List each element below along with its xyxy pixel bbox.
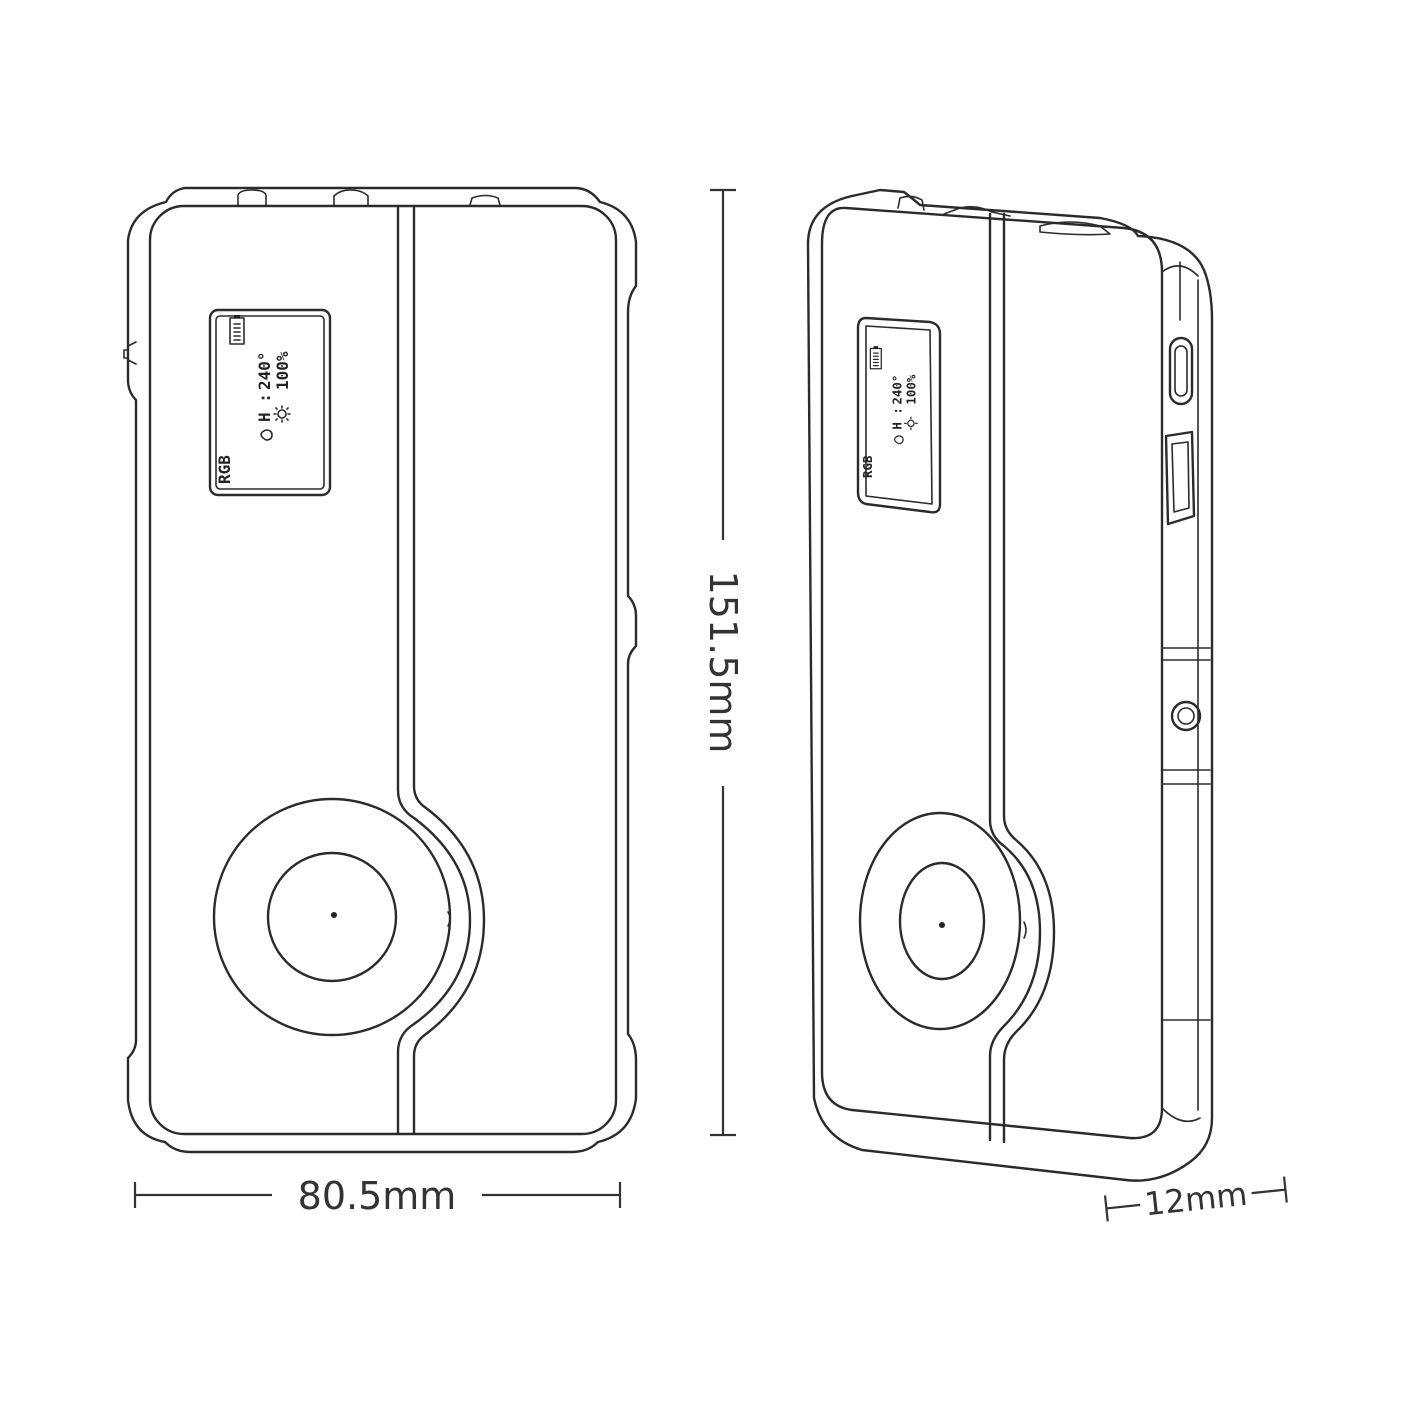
perspective-screen-display [865,325,933,505]
side-round-button-inner [1177,707,1195,725]
front-screen-hue-value: 240° [255,351,274,390]
perspective-top-button-3 [1039,221,1111,236]
perspective-dial-center-dot [939,922,945,928]
side-round-button [1170,700,1202,732]
front-center-groove [396,204,486,1136]
front-view: RGB H : 240° 100% [123,186,638,1154]
perspective-center-groove [988,212,1056,1144]
perspective-top-button-1 [897,195,925,211]
perspective-screen-content: RGB H : 240° 100% [860,346,919,478]
front-screen-bezel [208,308,332,497]
usb-c-port-inner [1174,345,1188,397]
usb-c-port [1168,336,1194,406]
front-top-button-2 [333,189,369,206]
front-screen-sun-icon [273,405,291,423]
perspective-screen-hue-value: 240° [890,375,905,405]
front-dial-inner-button [266,851,398,983]
perspective-screen-bezel [856,316,942,514]
width-dimension: 80.5mm [133,1174,622,1218]
front-screen-hue-label: H : [255,393,274,422]
front-screen-drop-icon [260,429,273,441]
usb-a-port [1164,430,1196,526]
perspective-screen-battery-icon [869,346,882,370]
perspective-side-edge [1161,261,1201,1123]
front-top-button-3 [469,194,501,206]
perspective-bumper-outline [806,188,1214,1182]
usb-a-port-inner [1171,441,1190,513]
depth-dimension: 12mm [1103,1175,1288,1224]
front-side-switch [123,341,137,365]
perspective-screen-mode: RGB [860,455,875,478]
front-screen-mode: RGB [215,455,234,484]
perspective-side-dividers [1161,647,1211,1021]
perspective-screen-hue-label: H : [890,407,905,430]
front-dial-center-dot [331,912,337,918]
width-label: 80.5mm [298,1174,457,1218]
perspective-screen-sun-icon [904,416,918,431]
height-label: 151.5mm [701,571,745,754]
perspective-dial-outer-ring [858,811,1022,1031]
front-bumper-outline [126,186,638,1154]
front-screen-display [215,315,325,490]
front-top-button-1 [237,189,267,206]
perspective-dial-inner-button [898,861,986,981]
front-screen-battery-icon [229,315,245,345]
front-screen-brightness-value: 100% [273,351,292,390]
perspective-screen-brightness-value: 100% [904,374,919,405]
front-screen-content: RGB H : 240° 100% [215,315,292,484]
perspective-groove-notch [1023,921,1027,939]
front-face [148,204,618,1136]
perspective-top-button-2 [943,205,1011,217]
perspective-screen-drop-icon [893,435,904,445]
perspective-view: RGB H : 240° 100% [806,188,1214,1182]
front-dial-outer-ring [212,797,452,1037]
perspective-face [820,206,1164,1140]
depth-label: 12mm [1143,1175,1249,1224]
height-dimension: 151.5mm [701,188,745,1137]
